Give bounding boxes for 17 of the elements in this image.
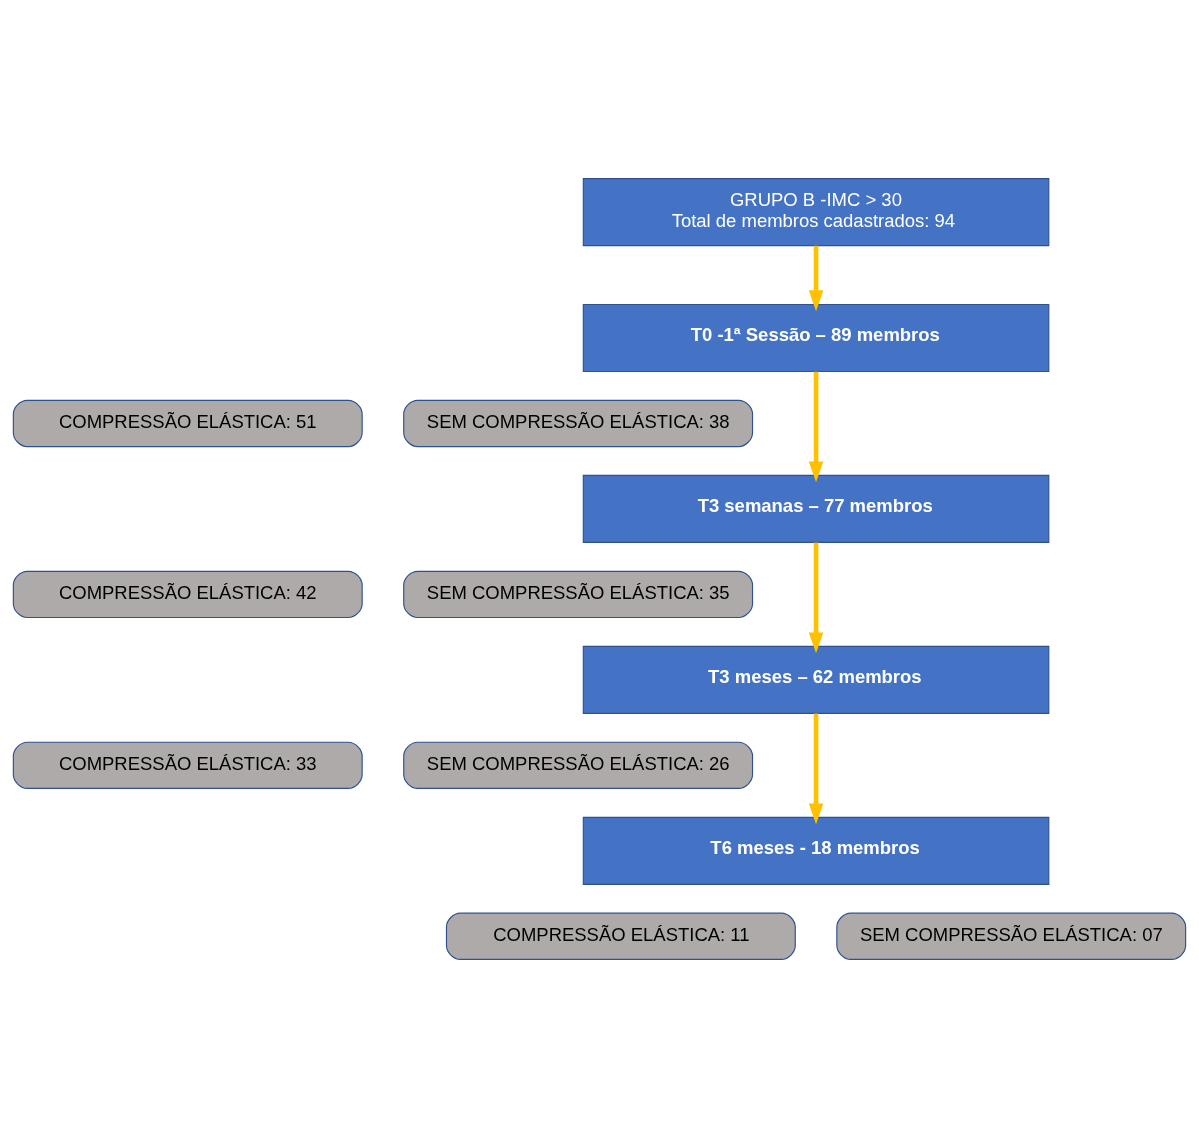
node-box: T0 -1ª Sessão – 89 membros (582, 303, 1050, 372)
arrow (808, 542, 824, 653)
node-box: T3 semanas – 77 membros (582, 474, 1050, 543)
arrow (808, 371, 824, 482)
node-box: COMPRESSÃO ELÁSTICA: 51 (12, 399, 363, 447)
node-box: T6 meses - 18 membros (582, 816, 1050, 885)
arrow (808, 713, 824, 824)
node-box: GRUPO B -IMC > 30 Total de membros cadastrados: 94 (582, 177, 1050, 246)
node-box: COMPRESSÃO ELÁSTICA: 42 (12, 570, 363, 618)
node-box: COMPRESSÃO ELÁSTICA: 11 (445, 912, 796, 960)
node-box: COMPRESSÃO ELÁSTICA: 33 (12, 741, 363, 789)
node-box: SEM COMPRESSÃO ELÁSTICA: 07 (836, 912, 1187, 960)
node-box: SEM COMPRESSÃO ELÁSTICA: 35 (403, 570, 754, 618)
node-box: SEM COMPRESSÃO ELÁSTICA: 26 (403, 741, 754, 789)
node-box: SEM COMPRESSÃO ELÁSTICA: 38 (403, 399, 754, 447)
arrow (808, 245, 824, 311)
node-box: T3 meses – 62 membros (582, 645, 1050, 714)
